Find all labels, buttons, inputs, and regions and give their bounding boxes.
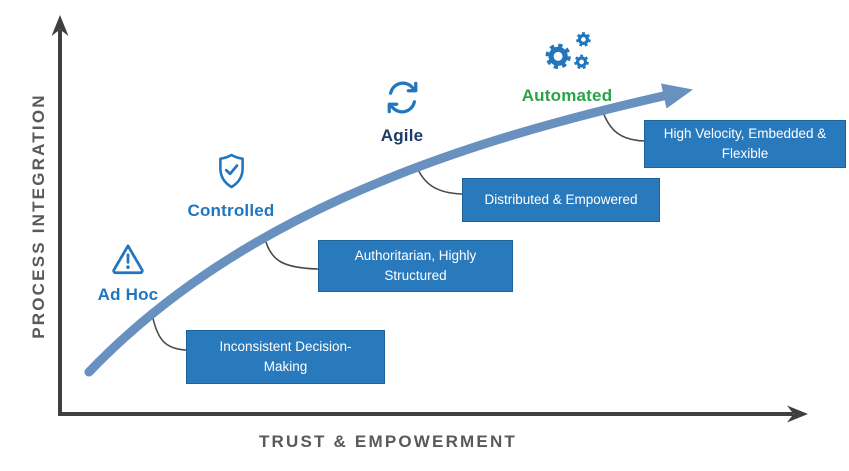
stage-label-agile: Agile	[380, 126, 424, 145]
y-axis-label: PROCESS INTEGRATION	[29, 93, 48, 339]
y-axis-arrowhead-icon	[51, 15, 69, 36]
gears-icon	[539, 31, 596, 81]
stage-agile: Agile	[365, 79, 439, 146]
stage-label-automated: Automated	[521, 86, 613, 105]
callout-controlled: Authoritarian, Highly Structured	[318, 240, 513, 292]
sync-arrows-icon	[382, 79, 423, 121]
warning-triangle-icon	[110, 242, 146, 280]
stage-controlled: Controlled	[187, 151, 275, 221]
callout-agile: Distributed & Empowered	[462, 178, 660, 222]
stage-automated: Automated	[513, 31, 621, 106]
callout-text: Distributed & Empowered	[484, 192, 638, 208]
callout-text: Authoritarian, Highly Structured	[354, 248, 477, 283]
connector-ad-hoc	[151, 313, 187, 351]
callout-ad-hoc: Inconsistent Decision-Making	[186, 330, 385, 384]
callout-text: High Velocity, Embedded & Flexible	[663, 126, 827, 161]
callout-automated: High Velocity, Embedded & Flexible	[644, 120, 846, 168]
x-axis-arrowhead-icon	[787, 405, 808, 423]
connector-controlled	[265, 241, 319, 270]
stage-ad-hoc: Ad Hoc	[90, 242, 166, 305]
connector-automated	[602, 111, 645, 142]
stage-label-ad-hoc: Ad Hoc	[97, 285, 159, 304]
maturity-curve	[84, 90, 673, 377]
stage-label-controlled: Controlled	[187, 201, 275, 220]
x-axis-label: TRUST & EMPOWERMENT	[258, 432, 518, 451]
callout-text: Inconsistent Decision-Making	[219, 339, 352, 374]
shield-check-icon	[216, 151, 247, 196]
curve-arrowhead-icon	[661, 83, 693, 109]
